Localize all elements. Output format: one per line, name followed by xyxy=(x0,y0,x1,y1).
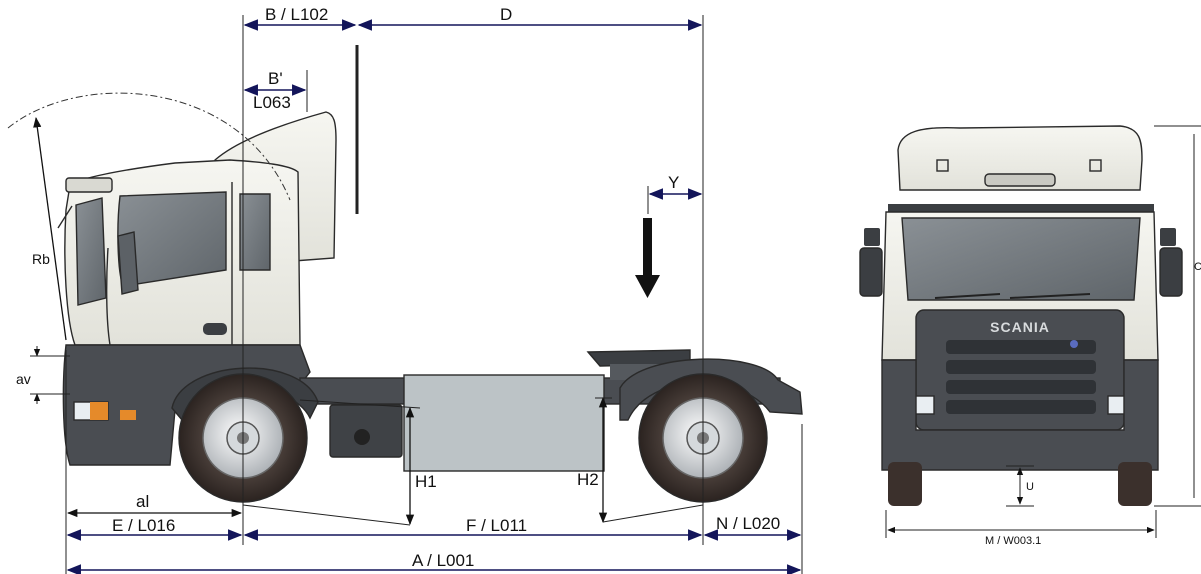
label-c: C xyxy=(1194,261,1201,273)
label-h2: H2 xyxy=(577,470,599,489)
brand-logo: SCANIA xyxy=(990,319,1050,335)
label-n-l020: N / L020 xyxy=(716,514,780,533)
rear-mudguard xyxy=(619,358,803,421)
label-b-l102: B / L102 xyxy=(265,5,328,24)
side-mirror xyxy=(117,231,139,295)
fuel-tank xyxy=(403,374,605,472)
label-al: al xyxy=(136,492,149,511)
label-e-l016: E / L016 xyxy=(112,516,175,535)
front-dimensions: U M / W003.1 C xyxy=(885,125,1201,547)
label-l063: L063 xyxy=(253,93,291,112)
label-u: U xyxy=(1026,481,1034,493)
windscreen xyxy=(75,197,107,306)
label-a-l001: A / L001 xyxy=(412,551,474,570)
side-view-truck xyxy=(7,92,803,503)
label-y: Y xyxy=(668,173,679,192)
front-swing-arc xyxy=(7,92,291,201)
label-h1: H1 xyxy=(415,472,437,491)
label-m-w003: M / W003.1 xyxy=(985,535,1041,547)
front-windscreen xyxy=(901,217,1141,301)
side-window xyxy=(117,191,227,287)
label-f-l011: F / L011 xyxy=(466,516,527,535)
side-dimensions: B / L102 D B' L063 Y Rb av al H1 H2 E / … xyxy=(16,5,803,574)
label-b-prime: B' xyxy=(268,69,283,88)
label-d: D xyxy=(500,5,512,24)
label-av: av xyxy=(16,371,31,387)
front-view-truck: SCANIA xyxy=(859,125,1183,506)
label-rb: Rb xyxy=(32,251,50,267)
rear-window xyxy=(239,193,271,271)
